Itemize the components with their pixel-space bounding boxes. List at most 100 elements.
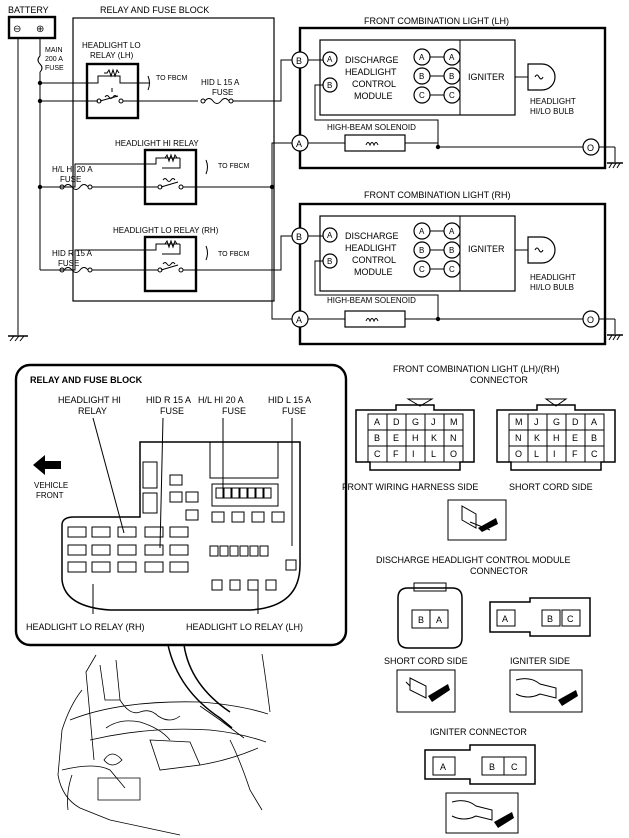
module-cord-pin-b: B xyxy=(418,615,424,625)
front-combination-light-lh: FRONT COMBINATION LIGHT (LH) B A O A B D… xyxy=(291,16,623,170)
harness-connector-pin-k: K xyxy=(431,433,437,443)
main-fuse-label-3: FUSE xyxy=(45,65,64,72)
harness-connector-pin-a: A xyxy=(374,417,380,427)
bulb-rh-label-2: HI/LO BULB xyxy=(530,283,574,292)
igniter-rh-c: C xyxy=(449,265,455,274)
igniter-conn-pin-c: C xyxy=(511,762,518,772)
hid-l-fuse-label-1: HID L 15 A xyxy=(201,78,240,87)
bulb-rh-icon xyxy=(527,236,556,264)
headlight-hi-relay-label: HEADLIGHT HI RELAY xyxy=(115,139,199,148)
harness-connector-pin-c: C xyxy=(374,449,381,459)
bulb-lh-label-2: HI/LO BULB xyxy=(530,107,574,116)
module-rh-c-out: C xyxy=(419,265,425,274)
location-callout: RELAY AND FUSE BLOCK HEADLIGHT HI RELAY … xyxy=(14,363,348,647)
relay-grid xyxy=(67,474,297,591)
solenoid-rh-label: HIGH-BEAM SOLENOID xyxy=(327,296,416,305)
headlight-lo-relay-lh: HEADLIGHT LO RELAY (LH) TO FBCM xyxy=(40,41,198,120)
harness-connector-cell xyxy=(443,445,464,463)
short-cord-connector-pin-n: N xyxy=(515,433,522,443)
module-lh-label-1: DISCHARGE xyxy=(345,55,399,65)
hid-l-fuse: HID L 15 A FUSE xyxy=(200,59,292,104)
module-cord-icon-frame xyxy=(396,669,456,713)
fuse-row-top xyxy=(215,487,272,499)
harness-connector-pin-m: M xyxy=(450,417,458,427)
front-light-connector-title-1: FRONT COMBINATION LIGHT (LH)/(RH) xyxy=(393,364,560,374)
harness-connector-pin-e: E xyxy=(393,433,399,443)
location-callout-box xyxy=(14,363,348,647)
short-cord-connector-pin-d: D xyxy=(572,417,579,427)
module-lh-label-2: HEADLIGHT xyxy=(345,67,397,77)
module-lh-b-out: B xyxy=(419,72,424,81)
short-cord-side-label: SHORT CORD SIDE xyxy=(509,482,593,492)
vehicle-engine-bay-illustration xyxy=(57,644,271,836)
module-short-cord-side-label: SHORT CORD SIDE xyxy=(384,656,468,666)
module-connector-title-2: CONNECTOR xyxy=(470,566,528,576)
loc-hid-l-label-2: FUSE xyxy=(282,406,306,416)
short-cord-connector-pin-i: I xyxy=(553,449,556,459)
module-igniter-icon-frame xyxy=(509,669,583,713)
short-cord-connector-pin-g: G xyxy=(553,417,560,427)
hi-beam-wire-rh xyxy=(271,187,292,320)
headlight-lo-relay-lh-label-1: HEADLIGHT LO xyxy=(82,41,141,50)
battery-negative-icon: ⊖ xyxy=(13,24,21,35)
terminal-b-rh-label: B xyxy=(296,232,302,242)
short-cord-connector-pin-c: C xyxy=(591,449,598,459)
battery: BATTERY ⊖ ⊕ xyxy=(7,5,57,40)
short-cord-connector-pin-b: B xyxy=(591,433,597,443)
relay-fuse-block-label: RELAY AND FUSE BLOCK xyxy=(100,5,209,15)
loc-lo-relay-lh-label: HEADLIGHT LO RELAY (LH) xyxy=(186,622,303,632)
short-cord-connector-pin-k: K xyxy=(534,433,540,443)
module-rh-a-out: A xyxy=(419,227,425,236)
igniter-conn-icon-frame xyxy=(445,792,519,834)
igniter-lh-b: B xyxy=(449,72,454,81)
igniter-connector-section: IGNITER CONNECTOR A B C xyxy=(424,727,536,834)
short-cord-connector-pin-h: H xyxy=(553,433,560,443)
to-fbcm-label-2: TO FBCM xyxy=(218,163,250,170)
igniter-lh-a: A xyxy=(449,53,455,62)
igniter-rh-b: B xyxy=(449,246,454,255)
igniter-rh-label: IGNITER xyxy=(468,244,505,254)
short-cord-connector-pin-l: L xyxy=(534,449,539,459)
module-lh-label-4: MODULE xyxy=(354,91,393,101)
leader-hid-r xyxy=(159,417,164,549)
short-cord-connector-cell xyxy=(546,445,567,463)
harness-connector-pin-l: L xyxy=(431,449,436,459)
module-igniter-pin-a: A xyxy=(502,614,508,624)
harness-connector-pin-h: H xyxy=(412,433,419,443)
short-cord-connector-pin-j: J xyxy=(534,417,539,427)
igniter-conn-probe-arrow-icon xyxy=(494,812,514,828)
module-igniter-side-label: IGNITER SIDE xyxy=(510,656,570,666)
harness-connector-pin-o: O xyxy=(450,449,457,459)
location-title: RELAY AND FUSE BLOCK xyxy=(30,375,143,385)
front-light-connector-title-2: CONNECTOR xyxy=(470,375,528,385)
harness-connector-pin-i: I xyxy=(412,449,415,459)
hid-l-fuse-label-2: FUSE xyxy=(212,88,233,97)
front-light-connector-section: FRONT COMBINATION LIGHT (LH)/(RH) CONNEC… xyxy=(342,364,616,541)
headlight-lo-relay-rh-label: HEADLIGHT LO RELAY (RH) xyxy=(113,226,219,235)
to-fbcm-label-3: TO FBCM xyxy=(218,251,250,258)
loc-lo-relay-rh-label: HEADLIGHT LO RELAY (RH) xyxy=(26,622,145,632)
loc-hid-r-label-1: HID R 15 A xyxy=(146,395,191,405)
hi-beam-wire-lh xyxy=(271,142,292,187)
vehicle-front-label-1: VEHICLE xyxy=(34,481,68,490)
terminal-o-rh-label: O xyxy=(587,315,594,325)
front-light-lh-label: FRONT COMBINATION LIGHT (LH) xyxy=(364,16,509,26)
module-connector-section: DISCHARGE HEADLIGHT CONTROL MODULE CONNE… xyxy=(376,555,591,713)
module-cord-pin-a: A xyxy=(436,615,442,625)
igniter-lh-label: IGNITER xyxy=(468,72,505,82)
short-cord-connector-pin-o: O xyxy=(515,449,522,459)
igniter-conn-pin-a: A xyxy=(440,762,446,772)
hid-r-fuse-label-2: FUSE xyxy=(58,259,79,268)
short-cord-connector-cell xyxy=(584,445,605,463)
short-cord-connector-pin-e: E xyxy=(572,433,578,443)
main-fuse: MAIN 200 A FUSE xyxy=(37,38,64,83)
loc-hid-r-label-2: FUSE xyxy=(160,406,184,416)
hid-r-fuse-label-1: HID R 15 A xyxy=(52,249,93,258)
module-rh-label-1: DISCHARGE xyxy=(345,231,399,241)
harness-connector-pin-b: B xyxy=(374,433,380,443)
module-lh-c-out: C xyxy=(419,91,425,100)
igniter-connector-title: IGNITER CONNECTOR xyxy=(430,727,527,737)
main-fuse-label-1: MAIN xyxy=(45,47,63,54)
module-igniter-pin-c: C xyxy=(567,614,574,624)
